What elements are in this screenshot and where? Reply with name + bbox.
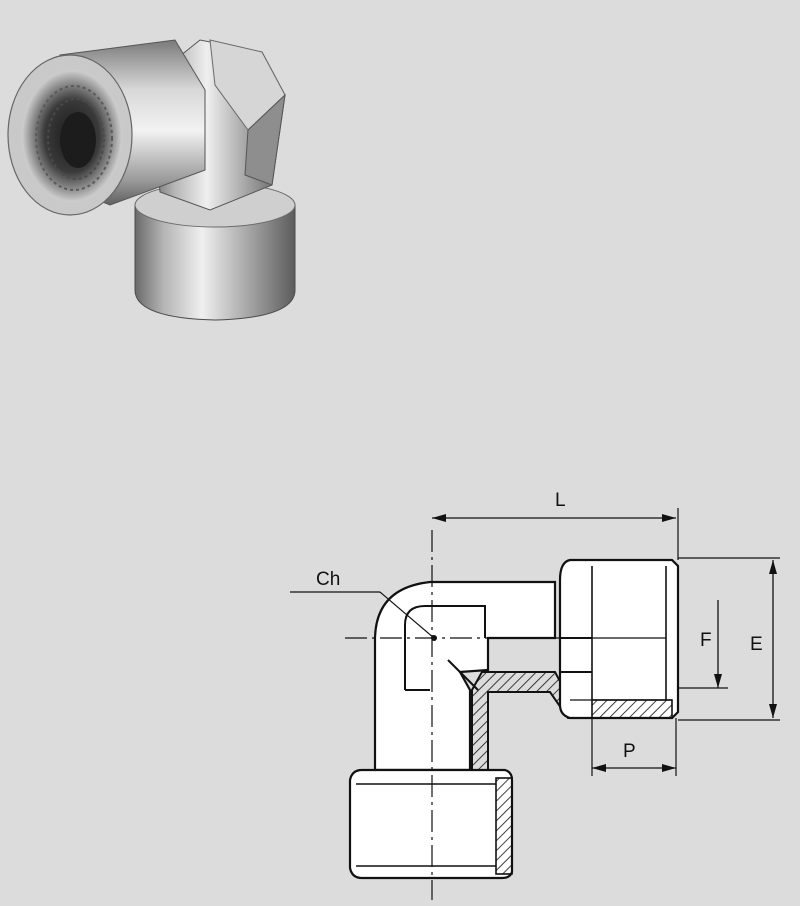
dimension-f: F <box>678 600 728 689</box>
drill-line <box>447 659 479 691</box>
right-socket <box>558 558 680 720</box>
label-ch: Ch <box>316 569 340 590</box>
elbow-body-outline <box>373 580 557 772</box>
bottom-socket <box>348 768 514 880</box>
dimension-p: P <box>591 718 677 776</box>
label-l: L <box>555 490 566 511</box>
label-p: P <box>623 741 636 762</box>
front-socket <box>7 39 206 216</box>
ch-callout: Ch <box>290 569 437 641</box>
inner-passage <box>404 605 486 690</box>
label-f: F <box>700 630 712 651</box>
technical-drawing: Ch L E F <box>290 490 780 900</box>
label-e: E <box>750 634 763 655</box>
dimension-e: E <box>678 557 780 721</box>
product-photo <box>7 39 296 321</box>
dimension-l: L <box>432 490 679 560</box>
